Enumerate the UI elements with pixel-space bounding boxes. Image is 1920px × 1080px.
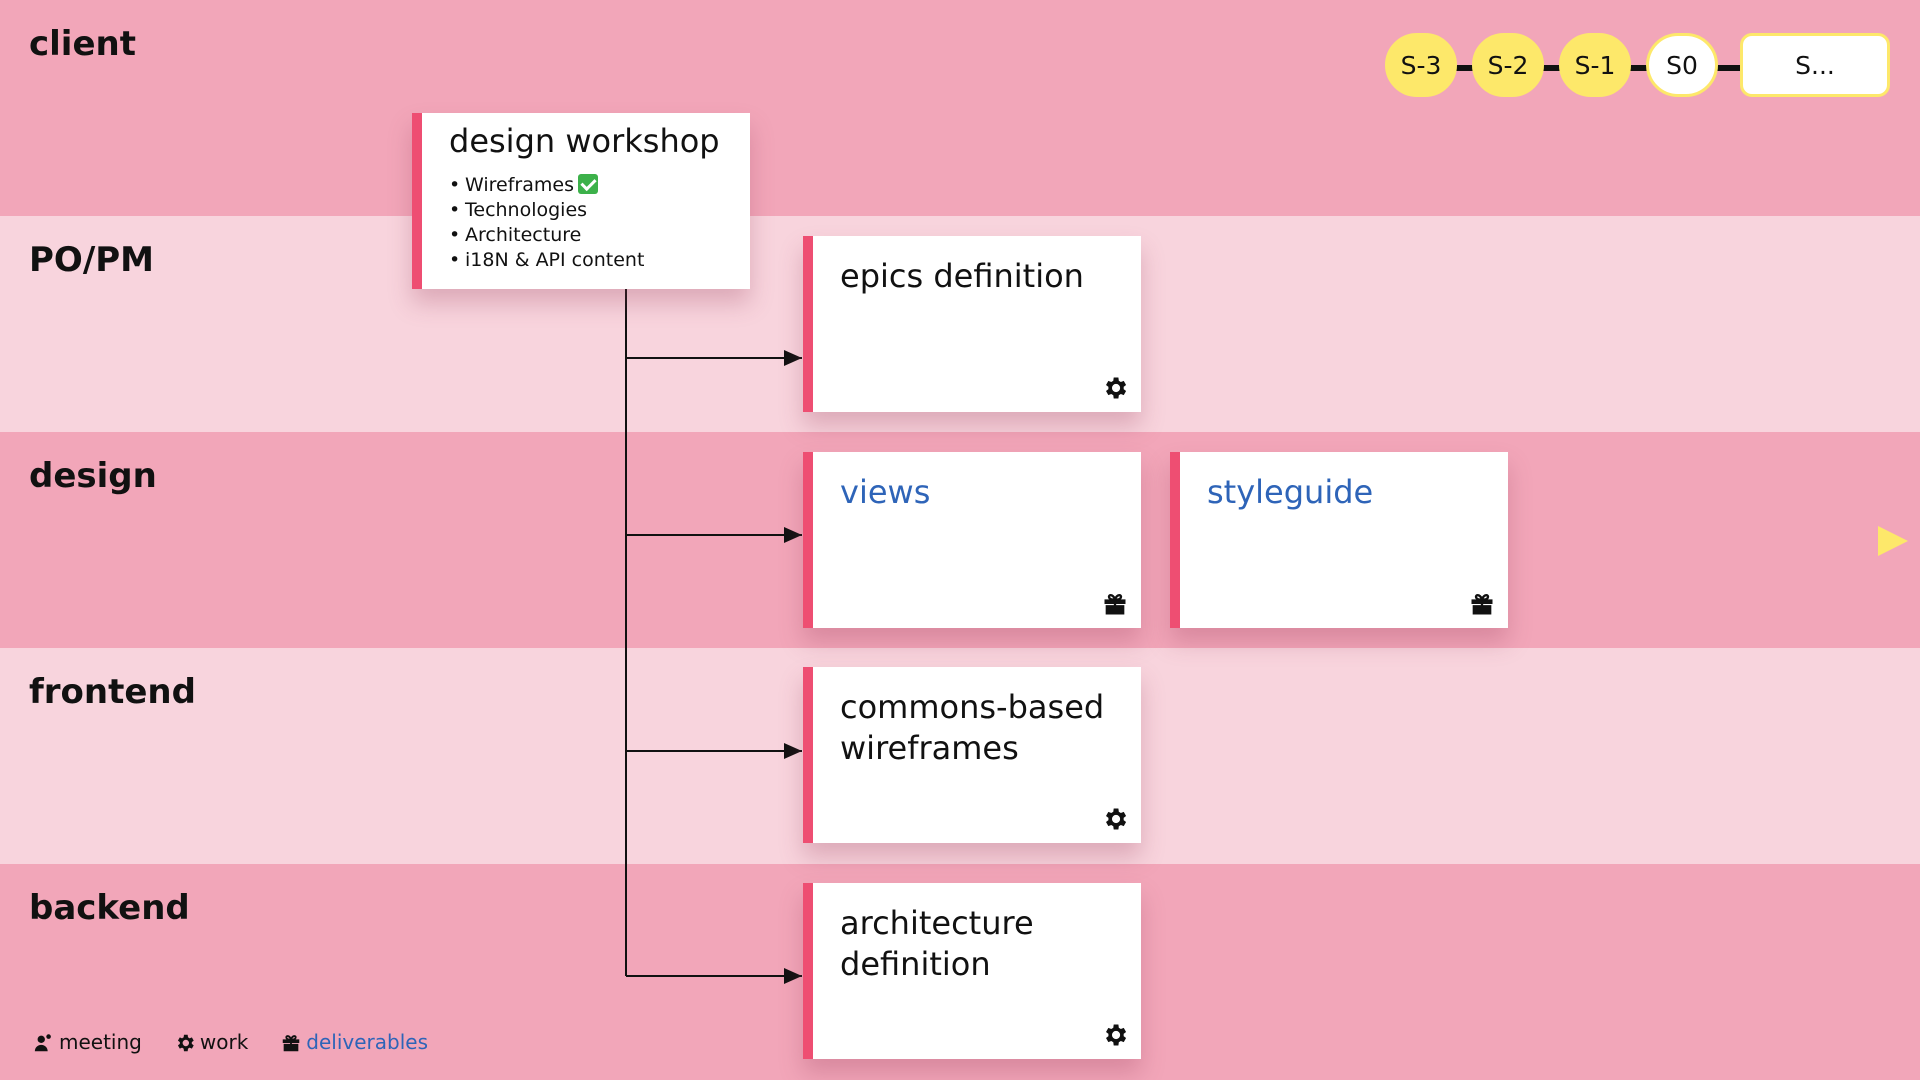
design-workshop-card[interactable]: design workshop Wireframes Technologies … (412, 113, 750, 289)
check-mark-icon (577, 174, 598, 194)
styleguide-title: styleguide (1207, 473, 1374, 511)
gear-icon (1106, 808, 1127, 830)
stage-s-3[interactable]: S-3 (1385, 33, 1457, 97)
legend-meeting: meeting (33, 1030, 142, 1054)
lane-title-po-pm: PO/PM (29, 240, 154, 280)
lane-title-design: design (29, 456, 157, 496)
styleguide-card[interactable]: styleguide (1170, 452, 1508, 628)
views-card[interactable]: views (803, 452, 1141, 628)
lane-title-backend: backend (29, 888, 190, 928)
lane-title-frontend: frontend (29, 672, 196, 712)
gear-icon (1106, 1024, 1127, 1046)
design-workshop-title: design workshop (449, 122, 720, 160)
architecture-definition-title: architecture definition (840, 904, 1034, 983)
legend-work: work (174, 1030, 248, 1054)
next-arrow-icon[interactable] (1876, 524, 1910, 558)
commons-based-wireframes-title: commons-based wireframes (840, 688, 1105, 767)
gift-icon (283, 1035, 300, 1052)
gift-icon (1104, 594, 1126, 615)
legend-deliverables: deliverables (280, 1030, 428, 1054)
gear-icon (1106, 377, 1127, 399)
architecture-definition-card[interactable]: architecture definition (803, 883, 1141, 1059)
legend-deliverables-label: deliverables (306, 1030, 428, 1054)
lane-title-client: client (29, 24, 136, 64)
legend: meeting work deliverables (33, 1030, 428, 1054)
agenda-item: Wireframes (449, 173, 644, 198)
workshop-agenda: Wireframes Technologies Architecture i18… (449, 173, 644, 273)
gift-icon (1471, 594, 1493, 615)
agenda-item: Architecture (449, 223, 644, 248)
legend-work-label: work (199, 1030, 249, 1054)
lane-client: client (0, 0, 1920, 216)
agenda-item: i18N & API content (449, 248, 644, 273)
agenda-item: Technologies (449, 198, 644, 223)
epics-definition-card[interactable]: epics definition (803, 236, 1141, 412)
commons-based-wireframes-card[interactable]: commons-based wireframes (803, 667, 1141, 843)
stage-s0[interactable]: S0 (1646, 33, 1718, 97)
stage-next[interactable]: S... (1740, 33, 1890, 97)
stage-s-1[interactable]: S-1 (1559, 33, 1631, 97)
gear-icon (177, 1034, 194, 1052)
legend-meeting-label: meeting (59, 1030, 142, 1054)
stage-s-2[interactable]: S-2 (1472, 33, 1544, 97)
meeting-icon (34, 1034, 51, 1052)
epics-definition-title: epics definition (840, 257, 1084, 295)
views-title: views (840, 473, 931, 511)
